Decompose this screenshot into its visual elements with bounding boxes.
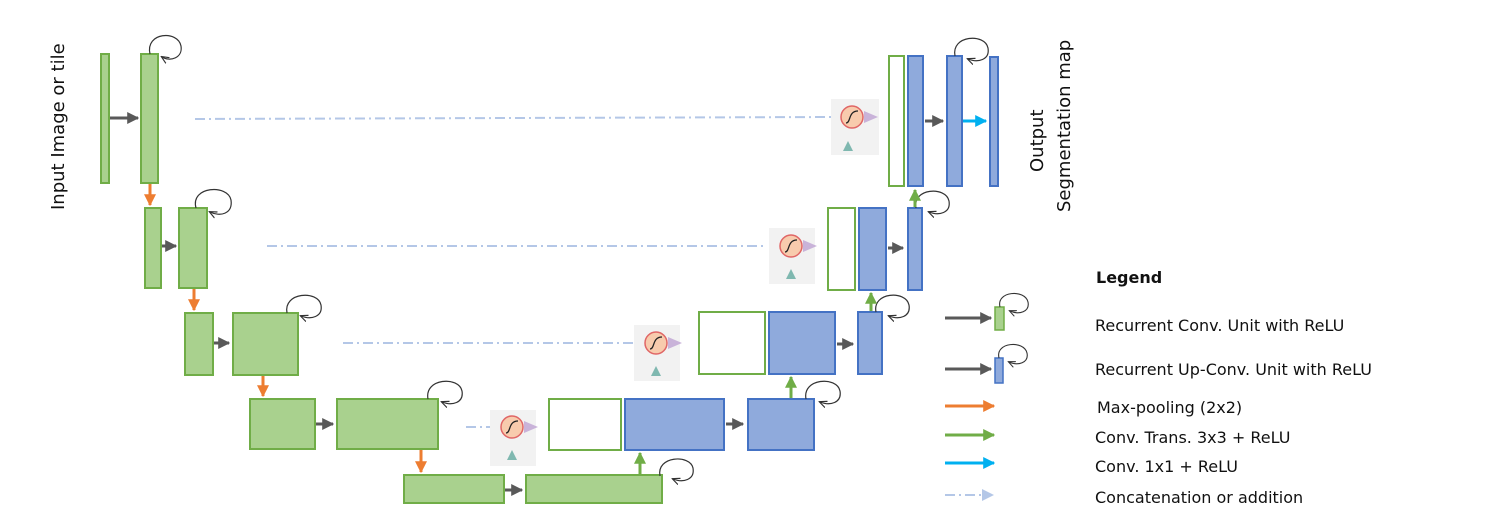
legend-item-recurrent-upconv: Recurrent Up-Conv. Unit with ReLU bbox=[1095, 360, 1372, 379]
encoder-block-2b bbox=[178, 207, 208, 289]
sigmoid-curve bbox=[845, 110, 859, 124]
sigmoid-curve bbox=[649, 336, 663, 350]
legend-item-conv-trans: Conv. Trans. 3x3 + ReLU bbox=[1095, 428, 1290, 447]
input-label: Input Image or tile bbox=[48, 43, 69, 210]
decoder-block-1b bbox=[946, 55, 963, 187]
attention-gate-icon bbox=[644, 331, 668, 355]
output-label: Output bbox=[1027, 109, 1048, 172]
skip-feature-block-4 bbox=[548, 398, 622, 451]
legend-recurrent-loop-icon bbox=[998, 344, 1028, 363]
encoder-block-4b bbox=[336, 398, 439, 450]
legend-recurrent-loop-icon bbox=[999, 293, 1029, 312]
decoder-block-4a bbox=[624, 398, 725, 451]
encoder-block-3a bbox=[184, 312, 214, 376]
decoder-block-2a bbox=[858, 207, 887, 291]
decoder-block-3a bbox=[768, 311, 836, 375]
recurrent-loop-icon bbox=[659, 458, 694, 481]
bottleneck-block-b bbox=[525, 474, 663, 504]
recurrent-loop-icon bbox=[954, 37, 989, 60]
encoder-input-block bbox=[100, 53, 110, 184]
sigmoid-curve bbox=[505, 420, 519, 434]
skip-connection-line bbox=[194, 116, 833, 120]
gate-input-icon bbox=[786, 269, 796, 279]
gate-input-icon bbox=[507, 450, 517, 460]
decoder-block-1a bbox=[907, 55, 924, 187]
legend-item-recurrent-conv: Recurrent Conv. Unit with ReLU bbox=[1095, 316, 1344, 335]
attention-gate-icon bbox=[840, 105, 864, 129]
sigmoid-curve bbox=[784, 239, 798, 253]
attention-gate-icon bbox=[500, 415, 524, 439]
legend-encoder-block bbox=[994, 306, 1005, 331]
gate-arrow-icon bbox=[668, 337, 682, 349]
gate-arrow-icon bbox=[803, 240, 817, 252]
encoder-block-3b bbox=[232, 312, 299, 376]
skip-feature-block-3 bbox=[698, 311, 766, 375]
recurrent-loop-icon bbox=[194, 188, 232, 215]
legend-title: Legend bbox=[1096, 268, 1162, 287]
legend-item-maxpool: Max-pooling (2x2) bbox=[1097, 398, 1242, 417]
legend-item-conv1x1: Conv. 1x1 + ReLU bbox=[1095, 457, 1238, 476]
gate-input-icon bbox=[651, 366, 661, 376]
gate-arrow-icon bbox=[864, 111, 878, 123]
decoder-block-4b bbox=[747, 398, 815, 451]
bottleneck-block-a bbox=[403, 474, 505, 504]
encoder-block-4a bbox=[249, 398, 316, 450]
recurrent-loop-icon bbox=[875, 294, 910, 318]
segmentation-map-label: Segmentation map bbox=[1054, 40, 1075, 212]
encoder-block-2a bbox=[144, 207, 162, 289]
legend-decoder-block bbox=[994, 357, 1004, 384]
recurrent-loop-icon bbox=[427, 380, 463, 403]
gate-input-icon bbox=[843, 141, 853, 151]
legend-skip-arrowhead-icon bbox=[982, 489, 994, 501]
skip-feature-block-2 bbox=[827, 207, 856, 291]
output-block bbox=[989, 56, 999, 187]
skip-feature-block-1 bbox=[888, 55, 905, 187]
recurrent-loop-icon bbox=[149, 34, 182, 60]
encoder-block-1 bbox=[140, 53, 159, 184]
recurrent-loop-icon bbox=[286, 294, 322, 317]
attention-gate-icon bbox=[779, 234, 803, 258]
gate-arrow-icon bbox=[524, 421, 538, 433]
legend-item-concatenation: Concatenation or addition bbox=[1095, 488, 1303, 507]
decoder-block-3b bbox=[857, 311, 883, 375]
decoder-block-2b bbox=[907, 207, 923, 291]
recurrent-loop-icon bbox=[805, 380, 841, 403]
